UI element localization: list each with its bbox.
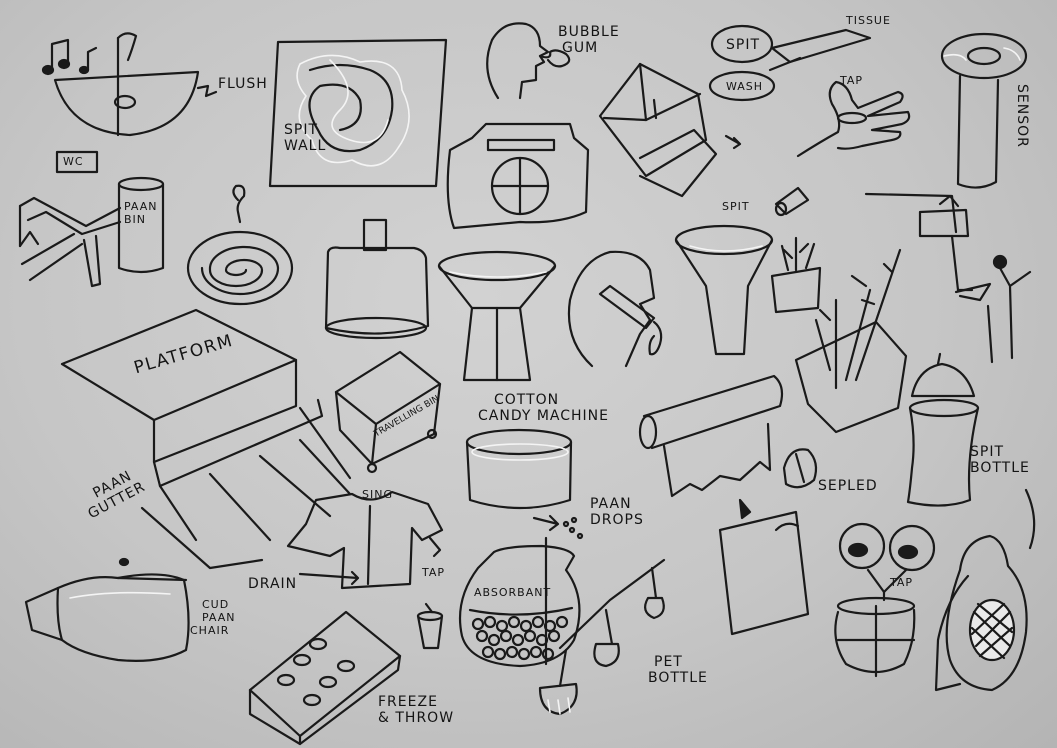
square-tile	[718, 510, 810, 636]
label-flush: FLUSH	[218, 76, 268, 92]
absorbant-beads	[471, 615, 569, 661]
paan-bin-pipes	[18, 196, 122, 288]
drawer-box	[598, 62, 742, 198]
mesh-bag-netting	[968, 598, 1016, 662]
dome-lid	[910, 352, 976, 398]
freeze-tray	[248, 610, 402, 746]
seed-sketch	[782, 448, 818, 489]
label-wash: WASH	[726, 80, 764, 93]
potted-plant-big	[794, 248, 908, 434]
toilet-sketch	[53, 32, 218, 137]
eyes-tap-face	[834, 522, 936, 678]
cotton-candy-funnel	[437, 250, 557, 382]
music-notes-icon	[41, 38, 98, 76]
label-sepled: SEPLED	[818, 478, 878, 494]
label-spit-plant: SPIT	[722, 200, 750, 213]
head-spit-tube	[567, 250, 663, 368]
bubble-gum-head	[486, 22, 571, 100]
label-spit-scissor: SPIT	[726, 37, 761, 53]
hand-tap-sketch	[796, 80, 911, 158]
travelling-bin	[334, 350, 442, 474]
tshirt-sketch	[286, 490, 444, 590]
label-tap-hand: TAP	[840, 74, 864, 87]
label-wc: WC	[63, 155, 84, 168]
microphone-stand	[992, 254, 1032, 360]
label-absorbant: ABSORBANT	[474, 586, 552, 599]
label-sensor: SENSOR	[1014, 84, 1030, 148]
wc-sign-box	[55, 150, 99, 174]
spit-funnel	[674, 224, 774, 356]
label-tap-shirt: TAP	[422, 566, 446, 579]
label-tissue: TISSUE	[846, 14, 891, 27]
camera-box	[446, 122, 590, 230]
label-sing: SING	[362, 488, 393, 501]
mesh-bag	[934, 488, 1036, 692]
cud-paan-chair	[24, 557, 190, 662]
pet-bottle-brushes	[538, 558, 666, 716]
sensor-cylinder	[940, 32, 1028, 189]
label-drain: DRAIN	[248, 576, 298, 592]
potted-plant-small	[770, 236, 822, 314]
spit-wall-frame	[268, 38, 448, 188]
platform-sketch	[60, 308, 352, 570]
hanger-spiral	[186, 184, 294, 306]
flask-bottle	[324, 218, 430, 340]
paan-bin-can	[117, 176, 165, 274]
paan-drops-arrow	[532, 514, 584, 540]
wall-tap	[864, 192, 994, 364]
scissors-sketch	[708, 24, 872, 102]
small-capsule	[774, 186, 810, 217]
label-freeze-throw: FREEZE& THROW	[378, 694, 455, 726]
label-tap-face: TAP	[890, 576, 914, 589]
spit-bottle-cup	[906, 398, 980, 507]
small-cup	[416, 602, 444, 650]
paper-towel-roll	[638, 374, 784, 520]
cotton-candy-machine	[465, 428, 573, 510]
